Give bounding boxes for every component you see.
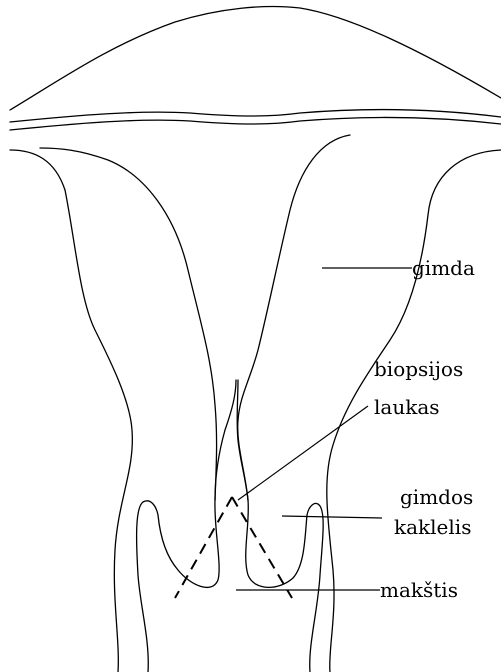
biopsy-area-dashed-right [232, 497, 292, 598]
tube-band-upper [10, 110, 501, 122]
label-cervix-line2: kaklelis [394, 515, 471, 539]
cervical-canal-left [215, 380, 236, 500]
tube-band-lower [10, 118, 501, 130]
leader-biopsy [238, 406, 368, 500]
biopsy-area-dashed-left [175, 497, 232, 598]
label-biopsy-line1: biopsijos [374, 357, 463, 381]
label-uterus: gimda [412, 256, 475, 280]
label-vagina: makštis [380, 578, 458, 602]
cervix-left-lip [137, 500, 220, 672]
cervix-right-lip [246, 500, 323, 672]
uterus-outer-left-wall [10, 150, 132, 672]
uterus-fundus-outline [10, 7, 501, 110]
leader-cervix [282, 516, 382, 518]
label-cervix-line1: gimdos [400, 485, 473, 509]
label-biopsy-line2: laukas [374, 395, 440, 419]
